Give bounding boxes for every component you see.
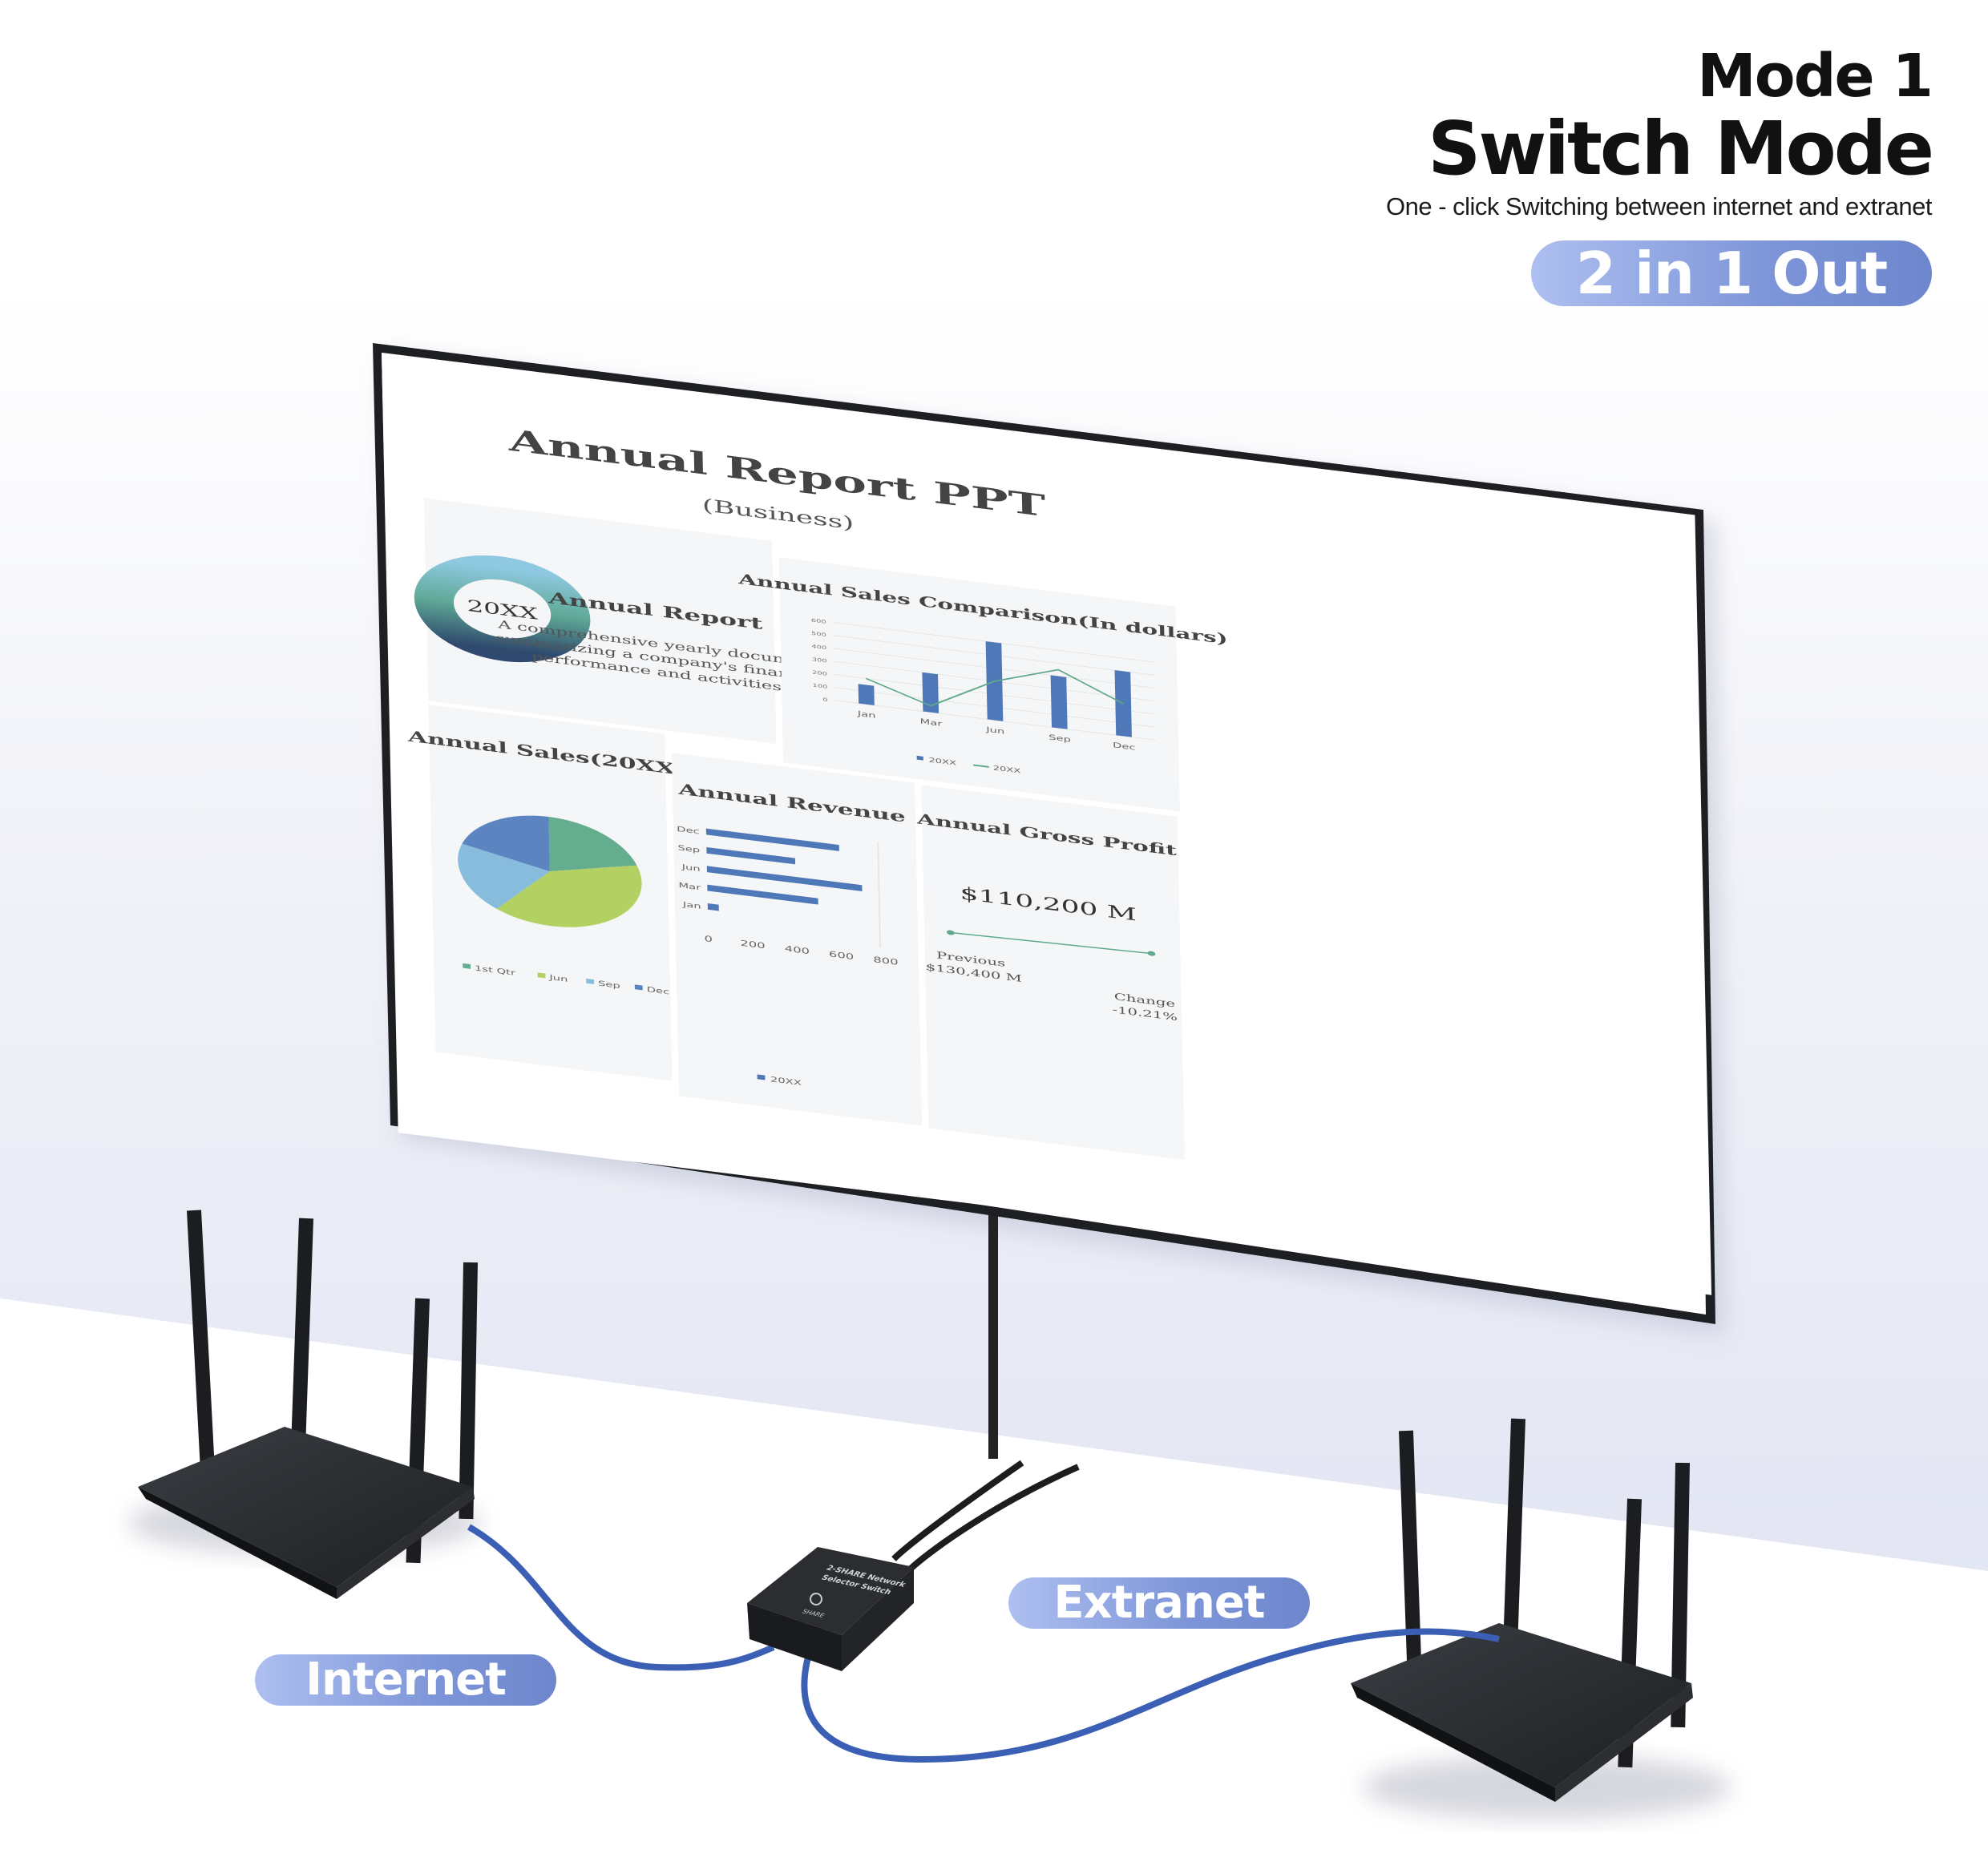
comparison-legend-line-swatch bbox=[973, 764, 989, 768]
sales-legend-swatch bbox=[537, 972, 546, 979]
comparison-category-label: Dec bbox=[1113, 741, 1136, 752]
sales-legend-swatch bbox=[586, 978, 595, 984]
revenue-category-label: Sep bbox=[677, 843, 700, 854]
router-left-antenna-1 bbox=[187, 1210, 215, 1468]
revenue-tick-label: 400 bbox=[785, 944, 810, 956]
sales-legend-label: Dec bbox=[647, 985, 670, 996]
router-right bbox=[1351, 1418, 1731, 1819]
comparison-tick-label: 200 bbox=[812, 669, 827, 676]
revenue-category-label: Dec bbox=[677, 825, 700, 836]
comparison-tick-label: 600 bbox=[811, 617, 826, 624]
router-right-side bbox=[1555, 1683, 1693, 1802]
comparison-bar bbox=[858, 684, 875, 705]
revenue-tick-label: 200 bbox=[740, 939, 766, 951]
router-left-front bbox=[138, 1487, 337, 1599]
output-cable-1 bbox=[891, 1460, 1024, 1561]
sales-pie bbox=[458, 815, 642, 927]
router-left-body bbox=[138, 1427, 473, 1587]
pie-slice-dec bbox=[462, 815, 550, 872]
revenue-card bbox=[671, 752, 923, 1126]
switch-front bbox=[747, 1603, 842, 1671]
cable-extranet bbox=[801, 1628, 1500, 1763]
comparison-tick-label: 500 bbox=[811, 630, 826, 637]
router-right-antenna-2 bbox=[1501, 1418, 1525, 1684]
revenue-bar bbox=[707, 903, 719, 911]
revenue-legend-swatch bbox=[757, 1074, 766, 1080]
router-right-antenna-4 bbox=[1671, 1462, 1690, 1728]
extranet-label: Extranet bbox=[1008, 1577, 1310, 1629]
switch-side bbox=[842, 1567, 914, 1671]
io-badge: 2 in 1 Out bbox=[1531, 240, 1932, 306]
mode-title: Switch Mode bbox=[1428, 106, 1934, 192]
tv-stand-pole bbox=[988, 1202, 998, 1459]
router-right-antenna-1 bbox=[1399, 1430, 1423, 1688]
switch-button[interactable] bbox=[810, 1593, 822, 1605]
revenue-tick-label: 800 bbox=[873, 955, 899, 967]
revenue-legend: 20XX bbox=[770, 1075, 802, 1087]
revenue-category-label: Jan bbox=[682, 900, 701, 911]
profit-line-start bbox=[946, 930, 955, 935]
comparison-bar bbox=[1050, 675, 1068, 729]
comparison-card bbox=[778, 557, 1180, 812]
router-right-body bbox=[1351, 1623, 1691, 1787]
revenue-category-label: Jun bbox=[681, 862, 700, 873]
comparison-tick-label: 400 bbox=[811, 643, 826, 650]
router-right-front bbox=[1351, 1683, 1555, 1802]
pie-slice-sep bbox=[458, 843, 550, 909]
revenue-bar bbox=[707, 884, 818, 905]
revenue-bar bbox=[706, 846, 796, 865]
revenue-gridline bbox=[877, 842, 881, 947]
sales-legend-swatch bbox=[463, 963, 471, 969]
profit-line-end bbox=[1147, 951, 1156, 956]
comparison-category-label: Sep bbox=[1049, 733, 1071, 744]
comparison-legend-bar-swatch bbox=[916, 755, 923, 761]
comparison-category-label: Jan bbox=[857, 709, 876, 720]
router-left-side bbox=[337, 1487, 475, 1599]
router-left-antenna-2 bbox=[290, 1218, 313, 1460]
mode-subtitle: One - click Switching between internet a… bbox=[1386, 192, 1933, 220]
profit-card bbox=[921, 785, 1185, 1161]
comparison-category-label: Jun bbox=[985, 725, 1004, 736]
comparison-legend-line: 20XX bbox=[993, 764, 1021, 775]
switch-device: 2-SHARE Network Selector Switch SHARE bbox=[747, 1547, 914, 1671]
comparison-tick-label: 300 bbox=[812, 656, 827, 663]
profit-line bbox=[950, 931, 1152, 955]
mode-heading: Mode 1 bbox=[1697, 42, 1933, 111]
cable-internet bbox=[467, 1524, 775, 1671]
comparison-line bbox=[865, 668, 1124, 707]
revenue-bar bbox=[705, 828, 839, 851]
router-left-antenna-4 bbox=[459, 1262, 478, 1520]
router-left bbox=[128, 1210, 481, 1599]
comparison-bar bbox=[922, 672, 939, 713]
revenue-bar bbox=[706, 866, 863, 892]
internet-label: Internet bbox=[255, 1654, 556, 1706]
revenue-tick-label: 600 bbox=[829, 950, 855, 962]
comparison-legend-bar: 20XX bbox=[928, 756, 956, 767]
sales-legend-swatch bbox=[634, 984, 643, 991]
pie-slice-1st-qtr bbox=[548, 817, 637, 872]
report-ring bbox=[414, 555, 591, 663]
sales-legend-label: Jun bbox=[548, 973, 568, 983]
output-cable-2 bbox=[907, 1464, 1080, 1572]
comparison-tick-label: 0 bbox=[822, 697, 827, 703]
pie-slice-jun bbox=[496, 865, 642, 927]
comparison-tick-label: 100 bbox=[812, 682, 827, 689]
revenue-tick-label: 0 bbox=[704, 934, 713, 944]
revenue-category-label: Mar bbox=[678, 881, 701, 892]
comparison-category-label: Mar bbox=[920, 717, 943, 729]
switch-top bbox=[747, 1547, 914, 1635]
sales-legend-label: Sep bbox=[598, 979, 620, 991]
slide: Annual Report PPT (Business) 20XX Annual… bbox=[382, 353, 1712, 1295]
